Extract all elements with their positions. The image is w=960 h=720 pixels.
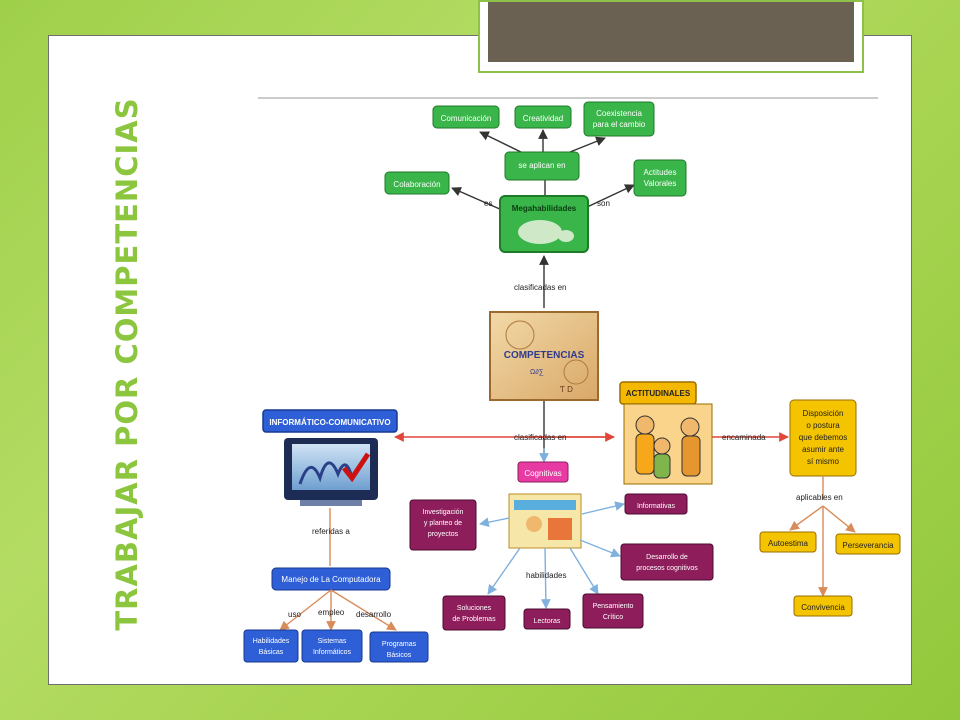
svg-text:Desarrollo de: Desarrollo de bbox=[646, 554, 688, 561]
node-se-aplican-en: se aplican en bbox=[504, 151, 580, 181]
svg-text:Pensamiento: Pensamiento bbox=[593, 603, 634, 610]
svg-text:Investigación: Investigación bbox=[423, 509, 464, 516]
edge-label-son: son bbox=[597, 199, 610, 208]
svg-text:procesos cognitivos: procesos cognitivos bbox=[636, 565, 698, 572]
edge-label-empleo: empleo bbox=[318, 608, 345, 617]
svg-text:Creatividad: Creatividad bbox=[523, 114, 563, 123]
svg-text:asumir ante: asumir ante bbox=[802, 445, 844, 454]
node-investigacion: Investigación y planteo de proyectos bbox=[409, 499, 477, 551]
header-box-fill bbox=[488, 2, 854, 62]
family-illustration-icon bbox=[623, 403, 713, 485]
svg-text:Convivencia: Convivencia bbox=[801, 603, 845, 612]
edge-label-habilidades: habilidades bbox=[526, 571, 566, 580]
edge-label-encaminada: encaminada bbox=[722, 433, 766, 442]
svg-text:Megahabilidades: Megahabilidades bbox=[512, 204, 577, 213]
cognitive-illustration-icon bbox=[508, 493, 582, 549]
node-informativas: Informativas bbox=[624, 493, 688, 515]
svg-text:Perseverancia: Perseverancia bbox=[842, 541, 894, 550]
svg-text:para el cambio: para el cambio bbox=[593, 120, 646, 129]
header-box bbox=[478, 0, 864, 73]
edge-label-desarrollo: desarrollo bbox=[356, 610, 392, 619]
svg-text:Autoestima: Autoestima bbox=[768, 539, 809, 548]
svg-text:Coexistencia: Coexistencia bbox=[596, 109, 642, 118]
svg-text:ACTITUDINALES: ACTITUDINALES bbox=[626, 389, 691, 398]
svg-text:Básicos: Básicos bbox=[387, 652, 412, 659]
node-habilidades-basicas: Habilidades Básicas bbox=[243, 629, 299, 663]
svg-text:COMPETENCIAS: COMPETENCIAS bbox=[504, 350, 585, 361]
svg-text:Básicas: Básicas bbox=[259, 649, 284, 656]
node-informatico: INFORMÁTICO-COMUNICATIVO bbox=[262, 409, 398, 433]
svg-text:Manejo de La Computadora: Manejo de La Computadora bbox=[281, 575, 381, 584]
node-desarrollo-procesos: Desarrollo de procesos cognitivos bbox=[620, 543, 714, 581]
svg-text:Sistemas: Sistemas bbox=[318, 638, 347, 645]
svg-text:Disposición: Disposición bbox=[803, 409, 844, 418]
svg-text:sí mismo: sí mismo bbox=[807, 457, 840, 466]
node-programas-basicos: Programas Básicos bbox=[369, 631, 429, 663]
monitor-icon bbox=[284, 438, 378, 506]
svg-text:que debemos: que debemos bbox=[799, 433, 847, 442]
node-perseverancia: Perseverancia bbox=[835, 533, 901, 555]
svg-text:Cognitivas: Cognitivas bbox=[524, 469, 561, 478]
node-autoestima: Autoestima bbox=[759, 531, 817, 553]
svg-text:y planteo de: y planteo de bbox=[424, 520, 462, 527]
edge-label-uso: uso bbox=[288, 610, 301, 619]
edge-label-clasificadas-up: clasificadas en bbox=[514, 283, 566, 292]
node-manejo-computadora: Manejo de La Computadora bbox=[271, 567, 391, 591]
node-soluciones: Soluciones de Problemas bbox=[442, 595, 506, 631]
node-actitudinales: ACTITUDINALES bbox=[619, 381, 697, 405]
node-coexistencia: Coexistencia para el cambio bbox=[583, 101, 655, 137]
svg-text:Lectoras: Lectoras bbox=[534, 618, 561, 625]
svg-text:se aplican en: se aplican en bbox=[518, 161, 565, 170]
node-megahabilidades: Megahabilidades bbox=[499, 195, 589, 253]
node-sistemas-informaticos: Sistemas Informáticos bbox=[301, 629, 363, 663]
node-competencias: COMPETENCIAS Ω∂∑ Ƭ D bbox=[489, 311, 599, 401]
svg-text:INFORMÁTICO-COMUNICATIVO: INFORMÁTICO-COMUNICATIVO bbox=[269, 418, 390, 427]
svg-text:Soluciones: Soluciones bbox=[457, 605, 492, 612]
svg-text:Informáticos: Informáticos bbox=[313, 649, 352, 656]
node-pensamiento-critico: Pensamiento Crítico bbox=[582, 593, 644, 629]
svg-text:o postura: o postura bbox=[806, 421, 840, 430]
node-comunicacion: Comunicación bbox=[432, 105, 500, 129]
slide-canvas bbox=[48, 35, 912, 685]
edge-label-aplicables: aplicables en bbox=[796, 493, 843, 502]
node-actitudes-valorales: Actitudes Valorales bbox=[633, 159, 687, 197]
node-disposicion: Disposición o postura que debemos asumir… bbox=[789, 399, 857, 477]
svg-text:Ω∂∑: Ω∂∑ bbox=[530, 369, 544, 376]
node-colaboracion: Colaboración bbox=[384, 171, 450, 195]
edge-label-es: es bbox=[484, 199, 492, 208]
svg-text:Crítico: Crítico bbox=[603, 614, 623, 621]
edge-label-clasificadas-mid: clasificadas en bbox=[514, 433, 566, 442]
node-creatividad: Creatividad bbox=[514, 105, 572, 129]
svg-text:Ƭ D: Ƭ D bbox=[560, 385, 573, 394]
svg-text:Comunicación: Comunicación bbox=[441, 114, 492, 123]
node-cognitivas: Cognitivas bbox=[517, 461, 569, 483]
svg-text:de Problemas: de Problemas bbox=[452, 616, 496, 623]
svg-text:Habilidades: Habilidades bbox=[253, 638, 290, 645]
svg-text:Actitudes: Actitudes bbox=[644, 168, 677, 177]
svg-text:Colaboración: Colaboración bbox=[393, 180, 440, 189]
node-lectoras: Lectoras bbox=[523, 608, 571, 630]
edge-label-referidas: referidas a bbox=[312, 527, 350, 536]
node-convivencia: Convivencia bbox=[793, 595, 853, 617]
svg-text:Programas: Programas bbox=[382, 641, 417, 648]
svg-text:Valorales: Valorales bbox=[644, 179, 677, 188]
svg-text:Informativas: Informativas bbox=[637, 503, 676, 510]
svg-text:proyectos: proyectos bbox=[428, 531, 459, 538]
